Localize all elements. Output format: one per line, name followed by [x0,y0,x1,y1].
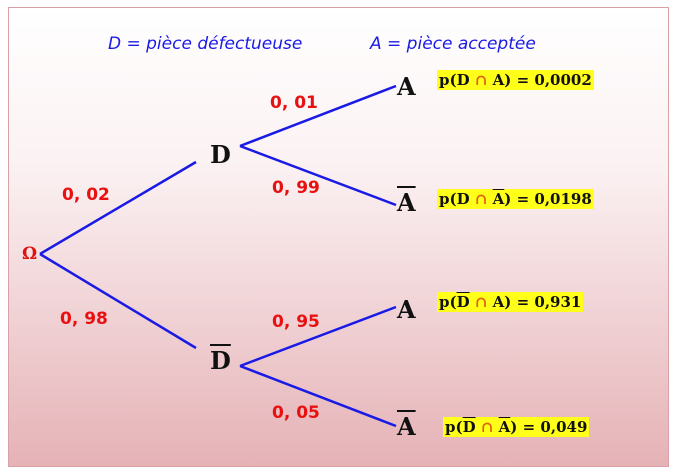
r2-prefix: p(D [439,190,475,208]
r4-suffix: ) = 0,049 [510,418,588,436]
branch-dbar-abar [239,364,397,428]
intersection-symbol: ∩ [480,418,494,436]
r3-dbar: D [456,293,470,311]
prob-dbar: 0, 98 [60,309,108,329]
node-abar-1: A [397,188,416,217]
r3-suffix: A) = 0,931 [487,293,582,311]
branch-d-abar [239,144,397,207]
result-dbar-and-a: p(D ∩ A) = 0,931 [437,292,584,312]
prob-abar-given-dbar: 0, 05 [272,403,320,423]
legend-d: D = pièce défectueuse [108,34,303,54]
prob-abar-given-d: 0, 99 [272,178,320,198]
legend-a: A = pièce acceptée [370,34,536,54]
result-d-and-abar: p(D ∩ A) = 0,0198 [437,189,594,209]
r2-suffix: ) = 0,0198 [504,190,592,208]
intersection-symbol: ∩ [474,71,488,89]
root-omega: Ω [22,244,38,264]
prob-a-given-dbar: 0, 95 [272,312,320,332]
r2-abar: A [492,190,505,208]
node-a-1: A [397,72,416,101]
branch-omega-d [39,160,197,256]
branch-d-a [239,84,397,148]
r4-p: p( [445,418,463,436]
result-d-and-a: p(D ∩ A) = 0,0002 [437,70,594,90]
prob-a-given-d: 0, 01 [270,93,318,113]
node-dbar: D [210,346,231,375]
node-d: D [210,140,231,169]
intersection-symbol: ∩ [474,190,488,208]
node-a-2: A [397,295,416,324]
r1-prefix: p(D [439,71,475,89]
r4-dbar: D [462,418,476,436]
result-dbar-and-abar: p(D ∩ A) = 0,049 [443,417,590,437]
prob-d: 0, 02 [62,185,110,205]
r1-mid: A) = 0,0002 [487,71,592,89]
branch-dbar-a [239,305,397,368]
branch-omega-dbar [39,252,197,350]
r3-p: p( [439,293,457,311]
node-abar-2: A [397,412,416,441]
intersection-symbol: ∩ [474,293,488,311]
r4-abar: A [498,418,511,436]
